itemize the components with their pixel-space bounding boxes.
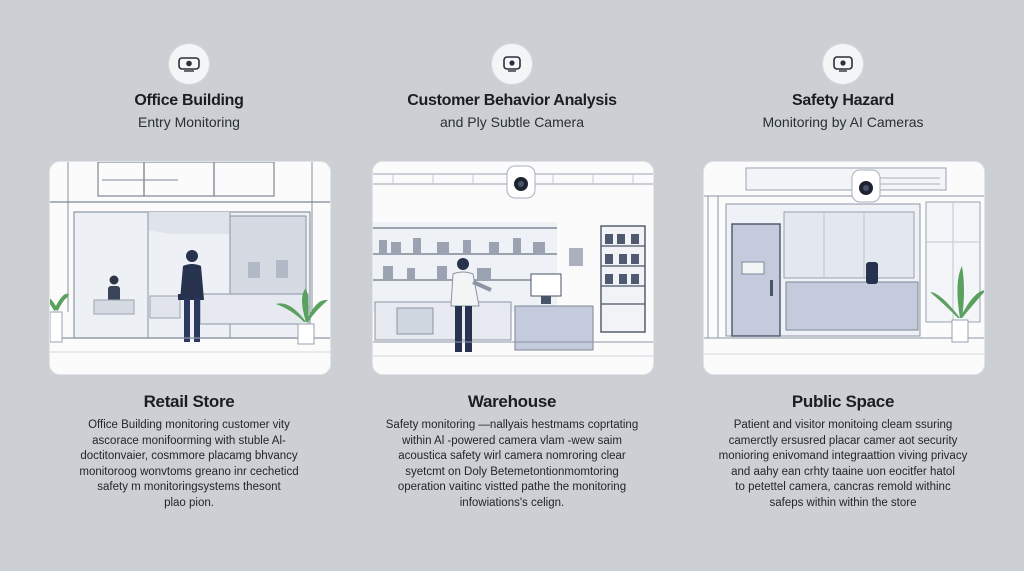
scene-description: Office Building monitoring customer vity… <box>54 418 324 511</box>
retail-store-illustration <box>373 162 653 374</box>
description-line: Patient and visitor monitoing cleam ssur… <box>733 419 953 431</box>
office-entry-illustration <box>50 162 330 374</box>
camera-icon <box>823 44 863 84</box>
scene-card-office <box>50 162 330 374</box>
scene-card-retail <box>373 162 653 374</box>
heading-subtitle: Entry Monitoring <box>138 114 240 130</box>
camera-icon <box>169 44 209 84</box>
scene-description: Safety monitoring —nallyais hestmams cop… <box>377 418 647 511</box>
description-line: to petettel camera, cancras remold withi… <box>735 481 951 493</box>
heading-title: Customer Behavior Analysis <box>407 92 617 109</box>
column-office: Office Building Entry Monitoring <box>44 0 334 571</box>
scene-title: Retail Store <box>143 392 235 411</box>
scene-title: Public Space <box>791 392 895 411</box>
column-retail: Customer Behavior Analysis and Ply Subtl… <box>367 0 657 571</box>
description-line: ascorace monifoorming with stuble Al- <box>92 434 286 447</box>
heading-subtitle: Monitoring by AI Cameras <box>762 114 924 130</box>
description-line: monitoroog wonvtoms greano inr cecheticd <box>79 465 299 478</box>
description-line: operation vaitinc vistted pathe the moni… <box>397 481 627 493</box>
heading-title: Office Building <box>134 92 244 109</box>
heading-subtitle: and Ply Subtle Camera <box>440 114 584 130</box>
description-line: Safety monitoring —nallyais hestmams cop… <box>385 419 639 431</box>
description-line: and aahy ean crhty taaine uon eocitfer h… <box>731 465 955 478</box>
description-line: doctitonvaier, cosmmore placamg bhvancy <box>80 450 298 462</box>
description-line: acoustica safety wirl camera nomroring c… <box>398 450 626 462</box>
description-line: safety m monitoringsystems thesont <box>97 481 281 493</box>
heading-title: Safety Hazard <box>792 92 894 109</box>
description-line: plao pion. <box>164 496 214 509</box>
scene-title: Warehouse <box>467 392 557 411</box>
scene-card-public <box>704 162 984 374</box>
scene-description: Patient and visitor monitoing cleam ssur… <box>708 418 978 511</box>
description-line: within Al -powered camera vlam -wew saim <box>402 434 622 447</box>
description-line: monioring enivomand integraattion viving… <box>718 450 968 462</box>
description-line: safeps within within the store <box>769 496 917 509</box>
description-line: syetcmt on Doly Betemetontionmomtoring <box>405 465 619 478</box>
column-safety: Safety Hazard Monitoring by AI Cameras <box>698 0 988 571</box>
description-line: infowiations's celign. <box>459 496 565 509</box>
public-space-illustration <box>704 162 984 374</box>
camera-icon <box>492 44 532 84</box>
description-line: camerctly ersusred placar camer aot secu… <box>728 434 958 447</box>
description-line: Office Building monitoring customer vity <box>88 419 290 431</box>
